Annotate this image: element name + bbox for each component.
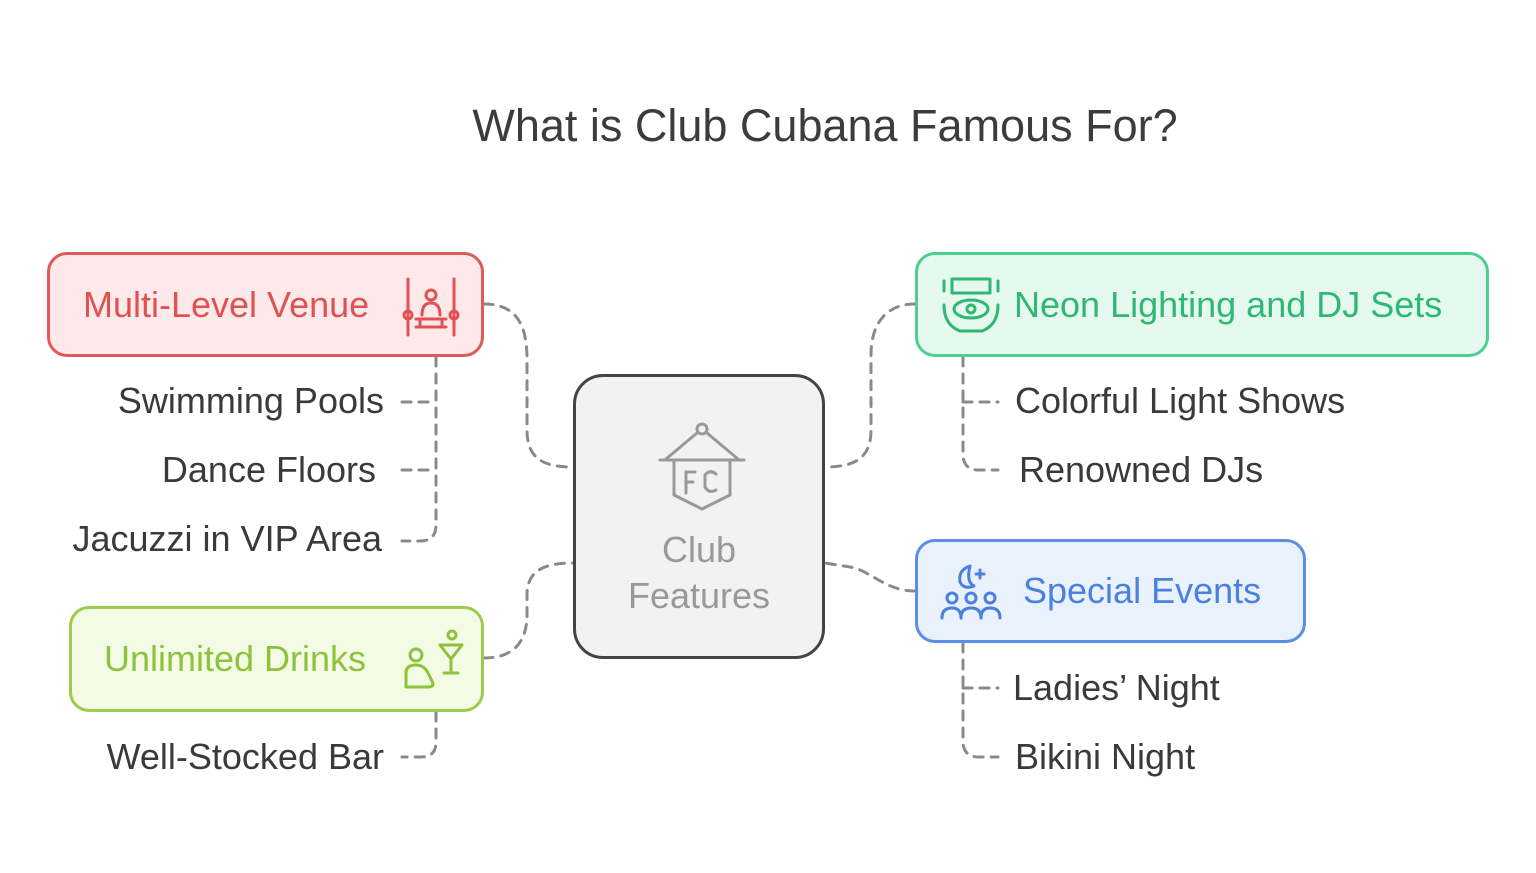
branch-label-events: Special Events <box>1023 570 1262 611</box>
dj-lights-icon <box>942 277 1000 333</box>
connector-multi-level <box>482 302 575 469</box>
venue-levels-icon <box>402 277 460 337</box>
sub-well-stocked-bar: Well-Stocked Bar <box>106 736 384 777</box>
branch-label-neon: Neon Lighting and DJ Sets <box>1014 283 1443 325</box>
connector-multi-level-trunk <box>400 355 438 543</box>
branch-special-events: Special Events <box>915 539 1306 643</box>
club-banner-icon <box>658 422 746 511</box>
connector-drinks <box>482 561 575 660</box>
connector-neon <box>823 302 917 469</box>
party-crowd-icon <box>940 564 1002 620</box>
branch-multi-level-venue: Multi-Level Venue <box>47 252 484 357</box>
center-label-line2: Features <box>627 575 771 616</box>
cocktail-person-icon <box>404 629 464 689</box>
center-node: Club Features <box>573 374 825 659</box>
sub-colorful-light-shows: Colorful Light Shows <box>1015 380 1346 421</box>
branch-unlimited-drinks: Unlimited Drinks <box>69 606 484 712</box>
connector-events-trunk <box>961 641 1000 759</box>
connector-neon-trunk <box>961 355 1000 472</box>
sub-dance-floors: Dance Floors <box>161 449 376 490</box>
connector-drinks-trunk <box>400 710 438 759</box>
branch-label-multi-level: Multi-Level Venue <box>83 283 370 325</box>
sub-renowned-djs: Renowned DJs <box>1019 449 1264 490</box>
center-label-line1: Club <box>661 529 737 570</box>
sub-ladies-night: Ladies’ Night <box>1013 667 1220 708</box>
branch-label-drinks: Unlimited Drinks <box>104 638 367 679</box>
sub-bikini-night: Bikini Night <box>1015 736 1196 777</box>
connector-events <box>823 561 917 593</box>
sub-swimming-pools: Swimming Pools <box>117 380 384 421</box>
branch-neon-lighting: Neon Lighting and DJ Sets <box>915 252 1489 357</box>
sub-jacuzzi-vip: Jacuzzi in VIP Area <box>72 518 383 559</box>
diagram-title: What is Club Cubana Famous For? <box>472 100 1178 151</box>
